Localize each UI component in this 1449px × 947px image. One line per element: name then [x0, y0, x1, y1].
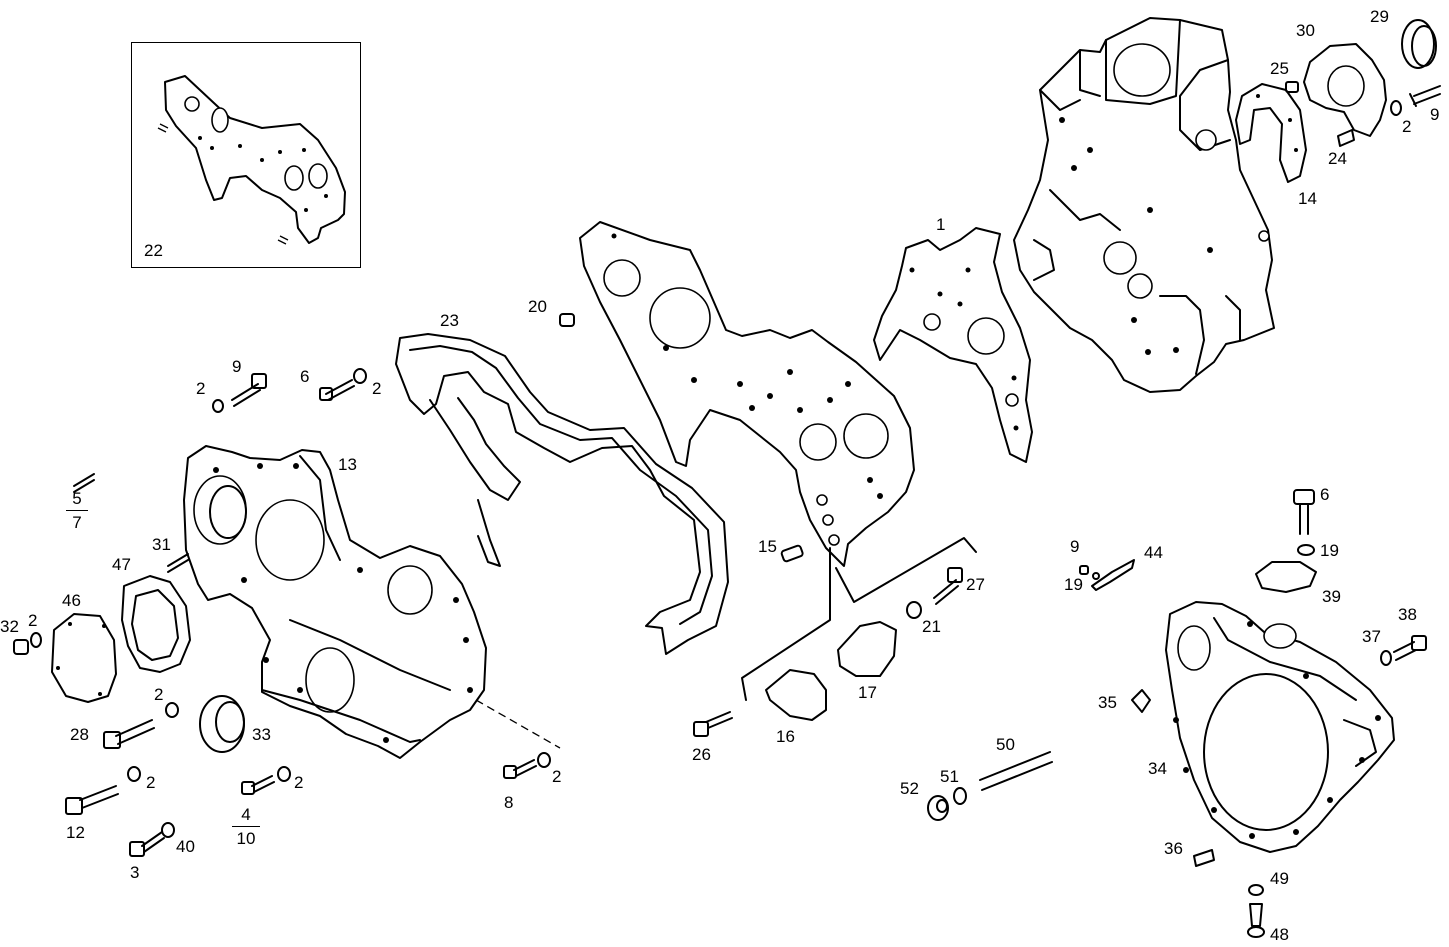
callout-3: 3	[130, 863, 140, 882]
callout-27: 27	[966, 575, 985, 594]
cover-plate-46	[51, 613, 117, 703]
callout-37: 37	[1362, 627, 1381, 646]
callout-47: 47	[112, 555, 131, 574]
callout-19: 19	[1320, 541, 1339, 560]
callout-fraction-4-10: 4 10	[232, 806, 260, 847]
fasteners-right	[1079, 489, 1427, 938]
callout-19: 19	[1064, 575, 1083, 594]
callout-2: 2	[154, 685, 164, 704]
gasket-47	[121, 575, 191, 673]
callout-44: 44	[1144, 543, 1163, 562]
callout-1: 1	[936, 215, 946, 234]
callout-fraction-5-7: 5 7	[66, 490, 88, 531]
callout-31: 31	[152, 535, 171, 554]
callout-6: 6	[1320, 485, 1330, 504]
gasket-14	[1235, 83, 1307, 183]
callout-2: 2	[28, 611, 38, 630]
callout-15: 15	[758, 537, 777, 556]
callout-20: 20	[528, 297, 547, 316]
fraction-bottom: 7	[72, 513, 82, 532]
callout-12: 12	[66, 823, 85, 842]
callout-48: 48	[1270, 925, 1289, 944]
flywheel-housing-34	[1165, 601, 1395, 853]
callout-23: 23	[440, 311, 459, 330]
callout-52: 52	[900, 779, 919, 798]
callout-2: 2	[552, 767, 562, 786]
callout-21: 21	[922, 617, 941, 636]
callout-38: 38	[1398, 605, 1417, 624]
fraction-bar	[66, 510, 88, 511]
callout-17: 17	[858, 683, 877, 702]
callout-28: 28	[70, 725, 89, 744]
gasket-23	[395, 333, 729, 655]
callout-9: 9	[1070, 537, 1080, 556]
callout-32: 32	[0, 617, 19, 636]
fraction-bar	[232, 826, 260, 827]
callout-6: 6	[300, 367, 310, 386]
callout-39: 39	[1322, 587, 1341, 606]
engine-block	[1013, 17, 1275, 393]
callout-22: 22	[144, 241, 163, 260]
callout-34: 34	[1148, 759, 1167, 778]
fraction-top: 5	[72, 489, 82, 508]
seal-33	[199, 695, 245, 753]
callout-9: 9	[232, 357, 242, 376]
fraction-top: 4	[241, 805, 251, 824]
callout-49: 49	[1270, 869, 1289, 888]
callout-13: 13	[338, 455, 357, 474]
fasteners-left	[13, 368, 551, 857]
callout-8: 8	[504, 793, 514, 812]
front-plate	[579, 221, 915, 567]
callout-2: 2	[1402, 117, 1412, 136]
callout-30: 30	[1296, 21, 1315, 40]
timing-cover-13	[183, 445, 561, 759]
housing-30	[1303, 43, 1387, 137]
callout-2: 2	[196, 379, 206, 398]
callout-36: 36	[1164, 839, 1183, 858]
inset-frame	[131, 42, 361, 268]
dowel-20	[559, 313, 575, 327]
fraction-bottom: 10	[236, 829, 256, 848]
callout-14: 14	[1298, 189, 1317, 208]
callout-35: 35	[1098, 693, 1117, 712]
brackets-16-17	[693, 537, 977, 737]
dowel-15	[780, 544, 804, 563]
callout-2: 2	[294, 773, 304, 792]
callout-33: 33	[252, 725, 271, 744]
callout-50: 50	[996, 735, 1015, 754]
inset-gasket-part	[157, 75, 346, 245]
callout-51: 51	[940, 767, 959, 786]
callout-25: 25	[1270, 59, 1289, 78]
callout-24: 24	[1328, 149, 1347, 168]
callout-2: 2	[146, 773, 156, 792]
stud-nut-washer	[927, 751, 1053, 821]
plate-1	[873, 227, 1033, 463]
callout-16: 16	[776, 727, 795, 746]
seal-29	[1401, 19, 1437, 69]
callout-9: 9	[1430, 105, 1440, 124]
callout-29: 29	[1370, 7, 1389, 26]
callout-46: 46	[62, 591, 81, 610]
callout-26: 26	[692, 745, 711, 764]
callout-2: 2	[372, 379, 382, 398]
callout-40: 40	[176, 837, 195, 856]
small-parts-upper-right	[1285, 81, 1441, 147]
